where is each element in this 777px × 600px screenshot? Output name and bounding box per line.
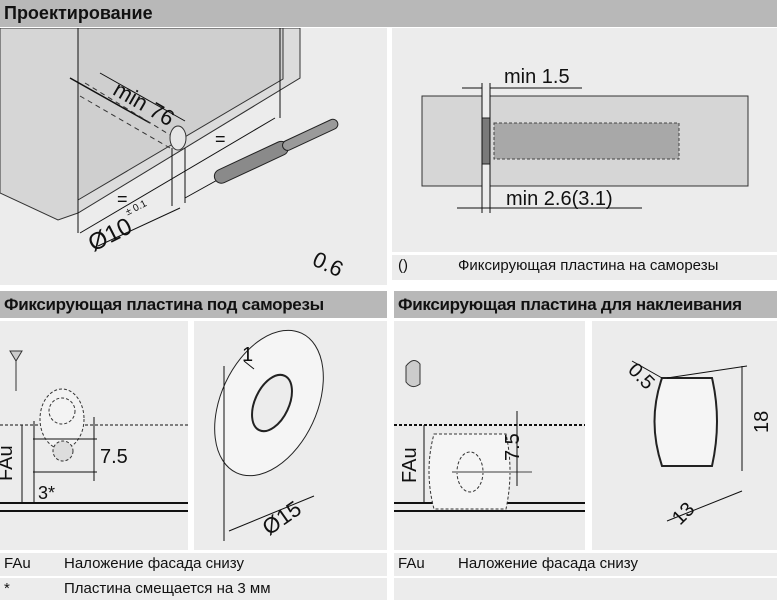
legend-key: () — [398, 257, 408, 274]
dim-thickness: 1 — [242, 344, 253, 366]
adhesive-plate — [653, 377, 718, 467]
cabinet-side-panel — [0, 28, 79, 221]
latch-plunger — [282, 118, 339, 151]
dim-shift: 3* — [38, 483, 55, 503]
adhesive-plate-position-diagram: FAu 7.5 — [394, 321, 585, 550]
latch-in-bore — [493, 122, 680, 160]
section-title-design: Проектирование — [0, 0, 777, 27]
striker-plate — [481, 117, 491, 165]
plate-center-hole — [251, 373, 293, 433]
dim-min-depth: min 2.6(3.1) — [506, 188, 613, 210]
adhesive-pad-icon — [405, 360, 421, 388]
screw-icon — [9, 350, 23, 391]
legend-text: Наложение фасада снизу — [458, 555, 638, 572]
dimension-line-thickness — [243, 360, 255, 370]
dimension-line-depth — [99, 72, 186, 122]
drill-axis-line — [69, 77, 151, 124]
dim-equal-left: = — [117, 189, 128, 209]
legend-text: Наложение фасада снизу — [64, 555, 244, 572]
legend-key: FAu — [398, 555, 425, 572]
dimension-line-width — [666, 490, 743, 522]
section-title-adhesive-plate: Фиксирующая пластина для наклеивания — [394, 291, 777, 318]
section-title-screw-plate: Фиксирующая пластина под саморезы — [0, 291, 387, 318]
dim-overhang: 0.6 — [309, 246, 347, 282]
legend-text: Фиксирующая пластина на саморезы — [458, 257, 719, 274]
dimension-line-diameter — [228, 495, 315, 532]
dim-thickness: 0.5 — [623, 359, 658, 394]
adhesive-legend-row: FAu Наложение фасада снизу — [394, 553, 777, 576]
screw-legend-row: FAu Наложение фасада снизу — [0, 553, 387, 576]
legend-key: * — [4, 580, 10, 597]
adhesive-legend-empty-row — [394, 578, 777, 600]
dim-min-gap: min 1.5 — [504, 66, 570, 88]
shifted-plate-outline — [52, 440, 74, 462]
design-legend-row: () Фиксирующая пластина на саморезы — [392, 255, 777, 280]
design-isometric-diagram: min 76 = = Ø10± 0.1 0.6 — [0, 28, 387, 285]
legend-key: FAu — [4, 555, 31, 572]
dim-diameter: Ø10 — [84, 213, 137, 258]
dim-height: 18 — [751, 411, 773, 433]
dimension-line-diameter — [97, 207, 181, 247]
push-latch-cylinder — [213, 118, 339, 184]
dim-fau: FAu — [399, 447, 421, 483]
adhesive-plate-dimensions-diagram: 0.5 18 13 — [592, 321, 777, 550]
dimension-line-width — [79, 117, 276, 234]
dim-width: 13 — [668, 498, 699, 529]
dimension-line-thickness — [631, 360, 663, 379]
dim-tolerance: ± 0.1 — [124, 198, 149, 218]
screw-plate-position-diagram: FAu 7.5 3* — [0, 321, 188, 550]
door-panel — [421, 95, 483, 187]
design-section-diagram: min 1.5 min 2.6(3.1) — [392, 28, 777, 252]
drill-hole — [169, 125, 187, 151]
dim-equal-right: = — [215, 129, 226, 149]
screw-legend-row: * Пластина смещается на 3 мм — [0, 578, 387, 600]
screw-head-outline — [48, 397, 76, 425]
dimension-extension-line — [666, 365, 748, 379]
dim-offset: 7.5 — [100, 446, 128, 468]
legend-text: Пластина смещается на 3 мм — [64, 580, 271, 597]
dim-fau: FAu — [0, 445, 17, 481]
screw-plate-dimensions-diagram: 1 Ø15 — [194, 321, 387, 550]
dim-offset: 7.5 — [502, 433, 524, 461]
